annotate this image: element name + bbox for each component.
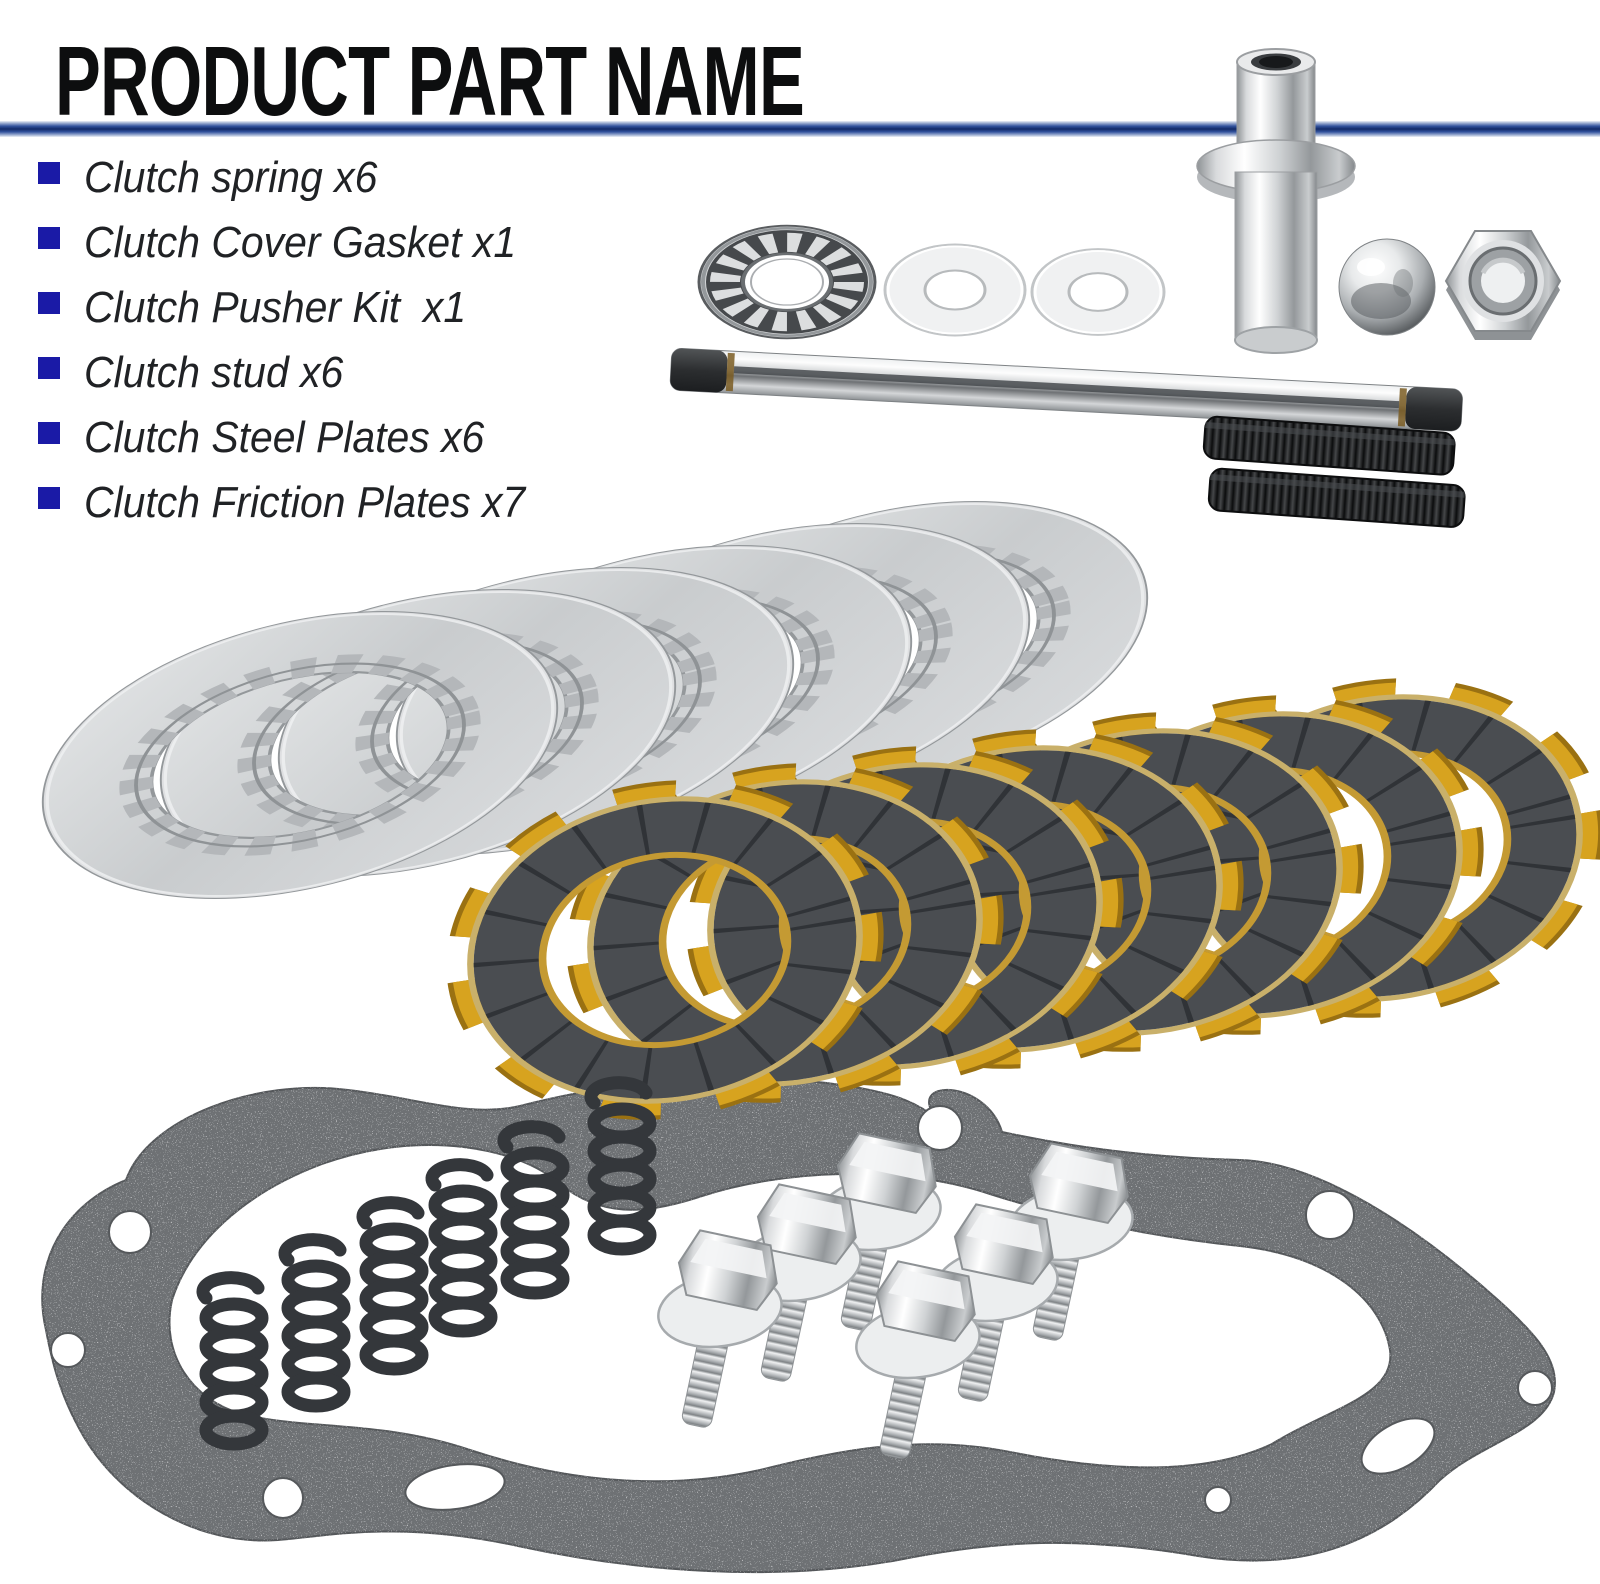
clutch-spring-4 (432, 1165, 491, 1331)
part-label: Clutch stud x6 (84, 348, 344, 397)
steel-ball (1338, 238, 1436, 336)
steel-plate-3 (250, 520, 822, 903)
steel-plate-4 (368, 498, 940, 881)
part-label: Clutch Cover Gasket x1 (84, 218, 517, 267)
clutch-stud-2 (1207, 467, 1466, 528)
friction-plate-2 (566, 752, 1004, 1114)
friction-plate-4 (806, 718, 1244, 1080)
hex-nut (1444, 230, 1562, 340)
steel-plate-1 (14, 564, 586, 947)
friction-plate-1 (446, 769, 884, 1131)
flange-bolt-2 (704, 1175, 885, 1396)
friction-plate-3 (686, 735, 1124, 1097)
clutch-spring-3 (363, 1203, 422, 1369)
bullet-square-icon (38, 357, 60, 379)
clutch-studs (1202, 415, 1466, 528)
friction-plate-6 (1046, 684, 1484, 1046)
list-item: Clutch Friction Plates x7 (38, 477, 558, 542)
steel-plate-2 (132, 542, 704, 925)
clutch-springs (203, 1083, 650, 1444)
parts-list: Clutch spring x6 Clutch Cover Gasket x1 … (38, 152, 558, 542)
list-item: Clutch spring x6 (38, 152, 558, 217)
flat-washer-small (1030, 248, 1166, 336)
title-underline-rule (0, 121, 1600, 137)
part-label: Clutch Pusher Kit x1 (84, 283, 467, 332)
gasket-bolt-holes (50, 1105, 1553, 1519)
steel-plate-6 (604, 454, 1176, 837)
page-title: PRODUCT PART NAME (55, 26, 805, 136)
bullet-square-icon (38, 422, 60, 444)
bullet-square-icon (38, 292, 60, 314)
part-label: Clutch Friction Plates x7 (84, 478, 526, 527)
flat-washer-large (883, 243, 1027, 337)
clutch-friction-plates (446, 667, 1600, 1131)
friction-plate-5 (926, 701, 1364, 1063)
list-item: Clutch Pusher Kit x1 (38, 282, 558, 347)
steel-plate-5 (486, 476, 1058, 859)
clutch-spring-2 (285, 1240, 344, 1406)
part-label: Clutch spring x6 (84, 153, 378, 202)
list-item: Clutch Cover Gasket x1 (38, 217, 558, 282)
list-item: Clutch Steel Plates x6 (38, 412, 558, 477)
bullet-square-icon (38, 162, 60, 184)
clutch-cover-gasket (41, 1076, 1556, 1574)
part-label: Clutch Steel Plates x6 (84, 413, 485, 462)
clutch-spring-6 (591, 1083, 650, 1249)
clutch-push-rod (669, 348, 1463, 432)
flange-bolt-6 (976, 1134, 1157, 1355)
thrust-bearing (697, 224, 877, 340)
flange-bolt-3 (784, 1124, 965, 1345)
clutch-spring-1 (203, 1278, 262, 1444)
clutch-bolts (625, 1124, 1157, 1473)
clutch-stud-1 (1202, 415, 1456, 476)
clutch-spring-5 (504, 1127, 563, 1293)
friction-plate-7 (1166, 667, 1600, 1029)
bullet-square-icon (38, 487, 60, 509)
flange-bolt-5 (901, 1195, 1082, 1416)
flange-bolt-1 (625, 1221, 806, 1442)
flange-bolt-4 (823, 1252, 1004, 1473)
list-item: Clutch stud x6 (38, 347, 558, 412)
bullet-square-icon (38, 227, 60, 249)
clutch-pusher (1196, 48, 1356, 354)
